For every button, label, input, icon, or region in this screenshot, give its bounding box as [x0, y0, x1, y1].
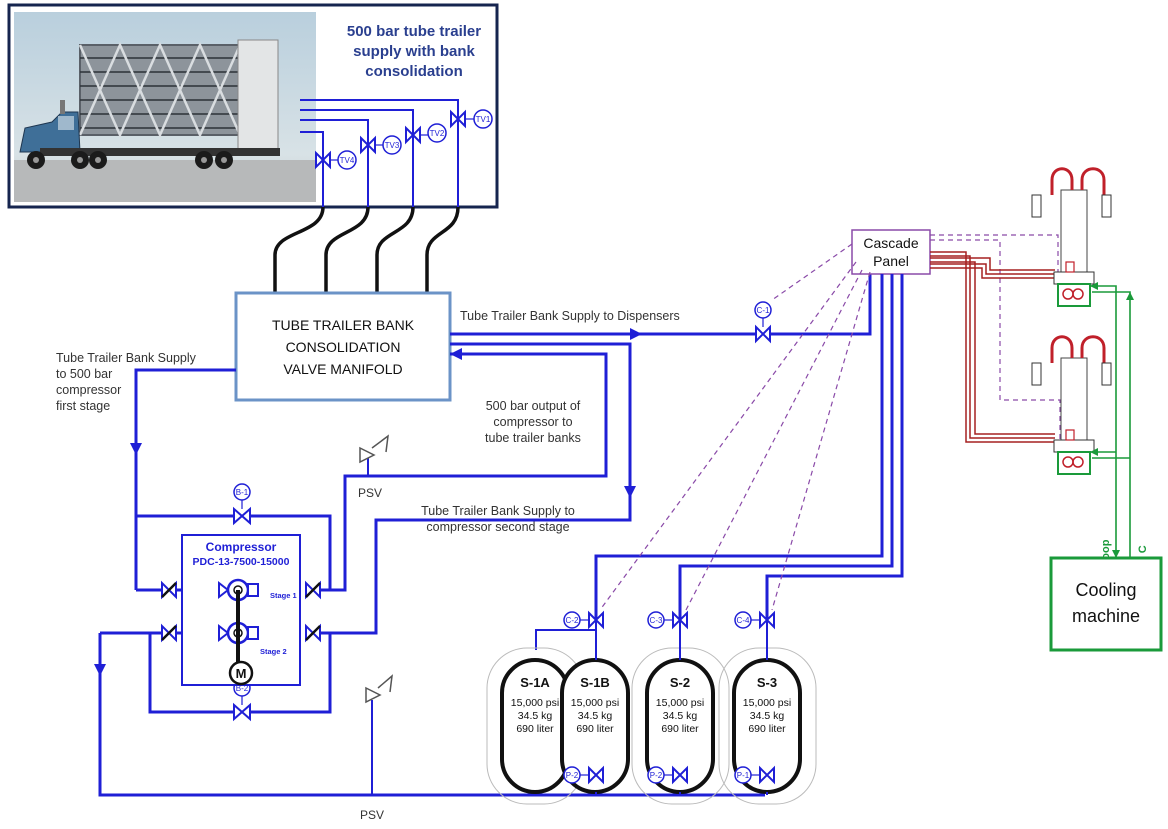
pipe-network [94, 255, 872, 797]
tv2-tag: TV2 [430, 129, 445, 138]
manifold-label-2: CONSOLIDATION [286, 339, 401, 355]
s1a-mass: 34.5 kg [518, 710, 553, 722]
valve-tv2[interactable]: TV2 [405, 123, 447, 145]
s3-volume: 690 liter [748, 723, 786, 735]
stage1-label: Stage 1 [270, 591, 297, 600]
s1b-name: S-1B [580, 675, 610, 690]
pressure-valve-p2a[interactable]: P-2 [563, 765, 604, 785]
trailer-outlet-pipes [300, 99, 459, 210]
psv-lower-label: PSV [360, 808, 384, 822]
tube-trailer-photo [14, 12, 316, 202]
stage2-label: Stage 2 [260, 647, 287, 656]
cascade-label-2: Panel [873, 253, 909, 269]
valve-tv4[interactable]: TV4 [315, 150, 357, 170]
check-valves [161, 580, 321, 643]
b2-tag: B-2 [236, 684, 249, 693]
label-output-2: compressor to [493, 415, 572, 429]
trailer-supply-panel: 500 bar tube trailer supply with bank co… [7, 3, 499, 209]
s3-pressure: 15,000 psi [743, 697, 791, 709]
s3-mass: 34.5 kg [750, 710, 785, 722]
control-valve-c4[interactable]: C-4 [734, 610, 775, 630]
manifold-label-3: VALVE MANIFOLD [283, 361, 402, 377]
valve-tv1[interactable]: TV1 [450, 109, 493, 129]
dispenser-lower[interactable] [1031, 335, 1112, 475]
control-valve-c3[interactable]: C-3 [647, 610, 688, 630]
p1-tag: P-1 [737, 771, 750, 780]
s2-pressure: 15,000 psi [656, 697, 704, 709]
s1a-pressure: 15,000 psi [511, 697, 559, 709]
c1-tag: C-1 [757, 306, 770, 315]
tv4-tag: TV4 [340, 156, 355, 165]
compressor-model: PDC-13-7500-15000 [193, 556, 290, 568]
b1-tag: B-1 [236, 488, 249, 497]
label-output-1: 500 bar output of [486, 399, 581, 413]
label-first-stage-2: to 500 bar [56, 367, 112, 381]
s2-volume: 690 liter [661, 723, 699, 735]
trailer-title-line-2: supply with bank [353, 43, 475, 60]
label-to-dispensers: Tube Trailer Bank Supply to Dispensers [460, 309, 680, 323]
cooling-machine-label-2: machine [1072, 606, 1140, 626]
trailer-title-line-3: consolidation [365, 63, 463, 80]
pressure-valve-p2b[interactable]: P-2 [647, 765, 688, 785]
label-second-stage-2: compressor second stage [426, 520, 569, 534]
s2-mass: 34.5 kg [663, 710, 698, 722]
storage-tank-s1a[interactable]: S-1A 15,000 psi 34.5 kg 690 liter [486, 647, 585, 805]
s1b-pressure: 15,000 psi [571, 697, 619, 709]
trailer-valves: TV1 TV2 TV3 TV4 [315, 109, 493, 170]
storage-tank-s3[interactable]: S-3 15,000 psi 34.5 kg 690 liter [718, 647, 817, 805]
manifold-label-1: TUBE TRAILER BANK [272, 317, 415, 333]
s1a-volume: 690 liter [516, 723, 554, 735]
s2-name: S-2 [670, 675, 690, 690]
tv1-tag: TV1 [476, 115, 491, 124]
compressor-title: Compressor [206, 540, 277, 554]
s3-name: S-3 [757, 675, 777, 690]
cascade-panel[interactable]: Cascade Panel [851, 229, 931, 275]
p2b-tag: P-2 [650, 771, 663, 780]
dispenser-upper[interactable] [1031, 167, 1112, 307]
s1a-name: S-1A [520, 675, 550, 690]
storage-tank-s2[interactable]: S-2 15,000 psi 34.5 kg 690 liter [631, 647, 730, 805]
dispenser-supply-lines [930, 251, 1055, 443]
cooling-machine-label-1: Cooling [1075, 580, 1136, 600]
tank-top-valves: C-2 C-3 C-4 [563, 610, 775, 660]
bypass-valve-b1[interactable]: B-1 [233, 483, 251, 526]
cascade-to-tank-pipes [535, 274, 904, 650]
pressure-valve-p1[interactable]: P-1 [734, 765, 775, 785]
valve-tv3[interactable]: TV3 [360, 135, 402, 155]
compressor-unit[interactable]: Compressor PDC-13-7500-15000 Stage 1 Sta… [181, 534, 301, 686]
s1b-mass: 34.5 kg [578, 710, 613, 722]
control-signal-lines [599, 234, 1061, 611]
c3-tag: C-3 [650, 616, 663, 625]
s1b-volume: 690 liter [576, 723, 614, 735]
flexible-hoses [273, 206, 460, 293]
trailer-title-line-1: 500 bar tube trailer [347, 23, 481, 40]
c2-tag: C-2 [566, 616, 579, 625]
consolidation-manifold[interactable]: TUBE TRAILER BANK CONSOLIDATION VALVE MA… [234, 291, 452, 402]
label-first-stage-3: compressor [56, 383, 121, 397]
psv-upper: PSV [358, 434, 389, 500]
c4-tag: C-4 [737, 616, 750, 625]
psv-lower: PSV [360, 674, 393, 822]
p2a-tag: P-2 [566, 771, 579, 780]
control-valve-c1[interactable]: C-1 [754, 301, 772, 344]
cooling-machine[interactable]: Cooling machine [1049, 556, 1163, 652]
label-first-stage-1: Tube Trailer Bank Supply [56, 351, 197, 365]
control-valve-c2[interactable]: C-2 [563, 610, 604, 630]
cascade-label-1: Cascade [863, 235, 918, 251]
motor-label: M [236, 666, 247, 681]
psv-upper-label: PSV [358, 486, 382, 500]
label-second-stage-1: Tube Trailer Bank Supply to [421, 504, 575, 518]
tv3-tag: TV3 [385, 141, 400, 150]
label-first-stage-4: first stage [56, 399, 110, 413]
tank-bottom-valves: P-2 P-2 P-1 [563, 765, 775, 795]
flow-labels: Tube Trailer Bank Supply to Dispensers T… [56, 309, 680, 534]
label-output-3: tube trailer banks [485, 431, 581, 445]
